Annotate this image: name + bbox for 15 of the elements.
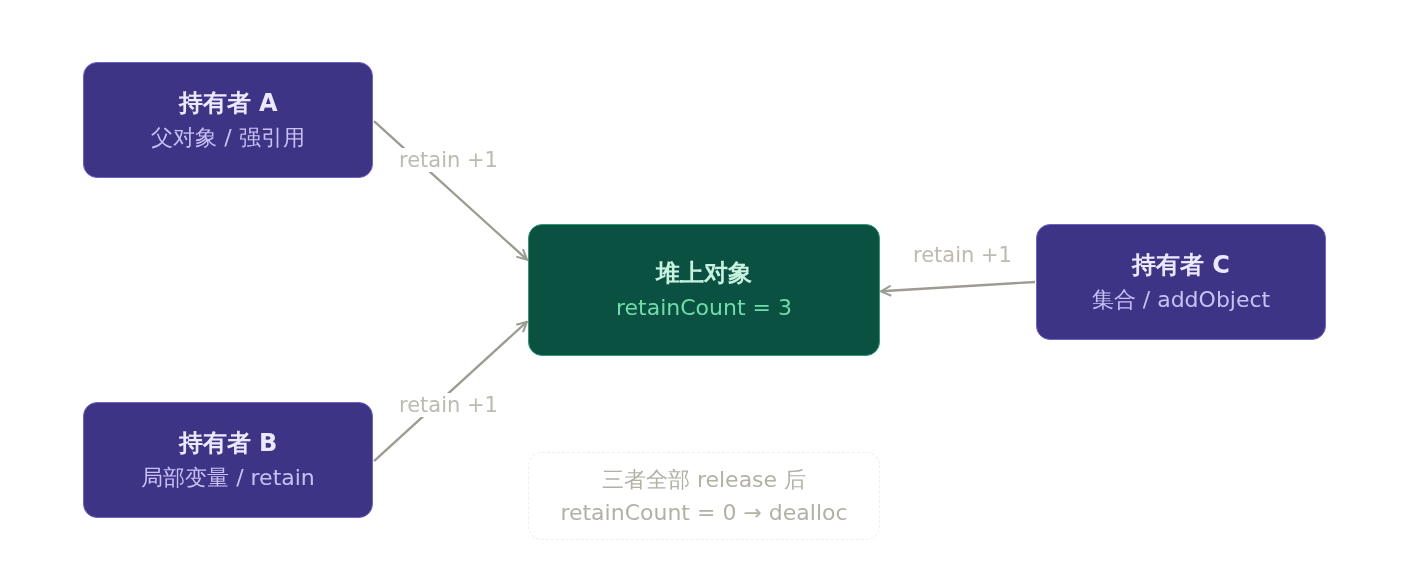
node-title: 三者全部 release 后 — [601, 465, 807, 493]
node-title: 堆上对象 — [656, 258, 752, 289]
arrow — [880, 280, 1036, 297]
node-title: 持有者 A — [178, 88, 278, 119]
node-title: 持有者 B — [178, 428, 278, 459]
node-title: 持有者 C — [1132, 250, 1230, 281]
holder-box — [83, 62, 373, 178]
node-subtitle: 集合 / addObject — [1091, 286, 1271, 314]
node-subtitle: 父对象 / 强引用 — [151, 124, 305, 152]
node-subtitle: 局部变量 / retain — [141, 464, 315, 492]
node-subtitle: retainCount = 0 → dealloc — [560, 499, 848, 527]
node-subtitle: retainCount = 3 — [616, 294, 792, 322]
object-box — [528, 224, 880, 356]
holder-box — [1036, 224, 1326, 340]
holder-box — [83, 402, 373, 518]
